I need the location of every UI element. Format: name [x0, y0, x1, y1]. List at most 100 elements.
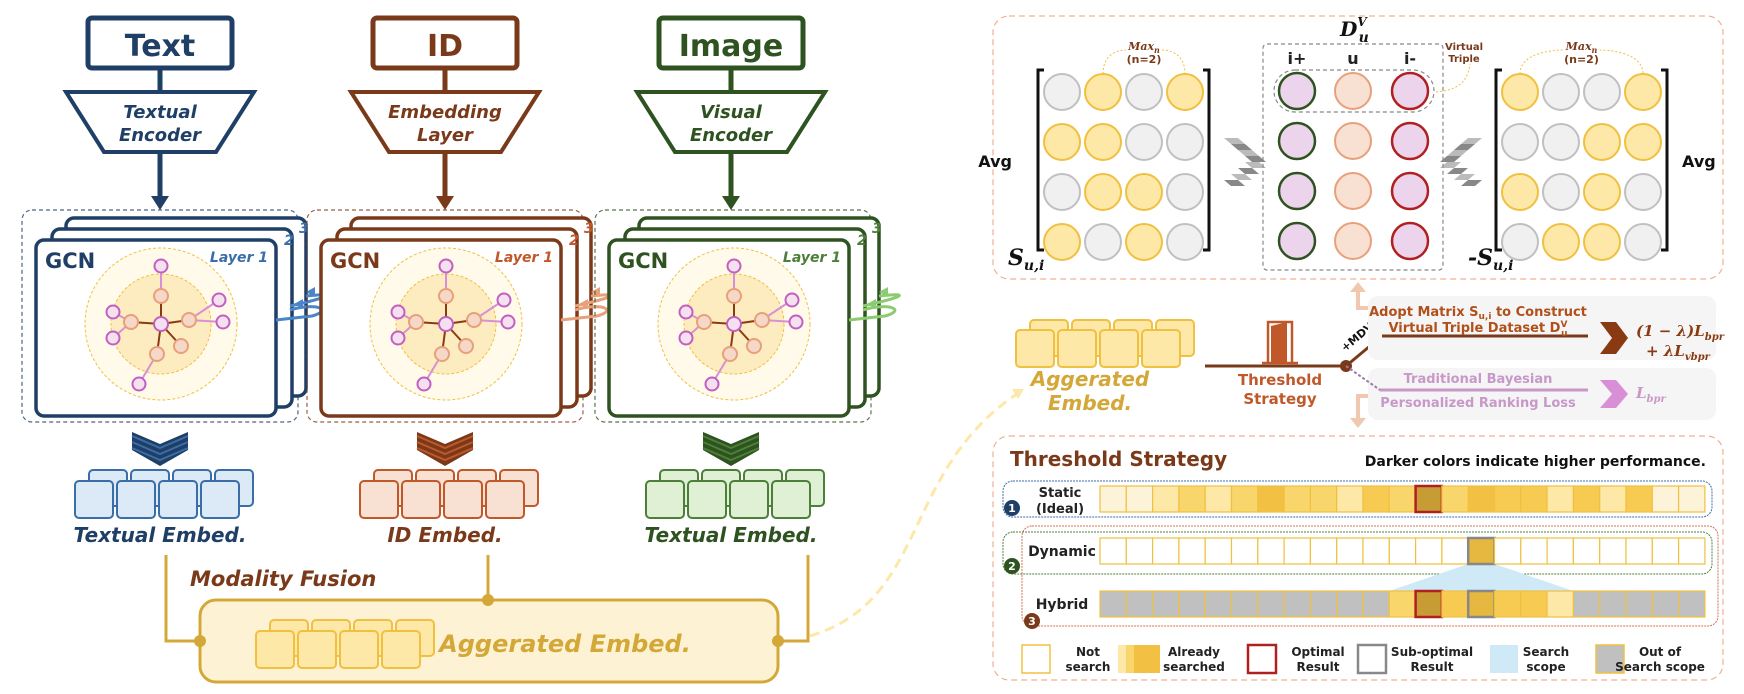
bpr-switch-dotted — [1345, 365, 1381, 391]
connector-dot — [772, 635, 784, 647]
n-label: (n=2) — [1564, 53, 1599, 66]
user-node — [1334, 72, 1372, 110]
graph-node-2hop — [704, 376, 720, 392]
graph-node-center — [153, 316, 169, 332]
graph-node-1hop — [466, 312, 482, 328]
dataset-column-header: i- — [1404, 49, 1416, 68]
cell-searched — [1546, 590, 1574, 618]
legend-swatch — [1134, 645, 1160, 673]
layer-3-label: 3 — [872, 221, 882, 237]
embed-label: Textual Embed. — [74, 523, 247, 547]
cell-out-of-scope — [1099, 590, 1127, 618]
cell-searched — [1520, 485, 1548, 513]
matrix-cell — [1542, 173, 1580, 211]
strategy-number: 3 — [1028, 615, 1036, 628]
virtual-triple-outline — [1273, 69, 1435, 113]
matrix-cell-selected — [1501, 73, 1539, 111]
arrow-head-icon — [151, 196, 169, 210]
layer-2-label: 2 — [284, 233, 294, 249]
cell-not-searched — [1625, 537, 1653, 565]
embedding-block-front — [116, 480, 156, 519]
cell-out-of-scope — [1283, 590, 1311, 618]
right-bracket — [1203, 68, 1211, 252]
aggregated-label-line1: Aggerated — [1029, 367, 1150, 391]
graph-node-2hop — [153, 258, 169, 274]
strategy-number: 2 — [1008, 560, 1016, 573]
legend-swatch — [1246, 643, 1278, 675]
matrix-cell-selected — [1624, 123, 1662, 161]
down-chevron-icon — [131, 432, 189, 466]
encoder-trapezoid — [347, 90, 543, 154]
matrix-label: -Su,i — [1468, 245, 1513, 274]
cell-out-of-scope — [1309, 590, 1338, 618]
legend-swatch — [1118, 645, 1126, 673]
negative-item-node — [1390, 171, 1430, 211]
matrix-cell-selected — [1084, 73, 1122, 111]
layer-3-label: 3 — [584, 221, 594, 237]
legend-label-line1: Out of — [1639, 645, 1682, 659]
text-part: + λL — [1646, 342, 1685, 360]
fusion-connector-text — [164, 555, 200, 643]
avg-label: Avg — [978, 152, 1012, 171]
mdvt-branch-box — [1368, 296, 1716, 360]
matrix-cell — [1501, 123, 1539, 161]
graph-node-1hop — [181, 312, 197, 328]
cell-searched — [1151, 485, 1180, 513]
cell-not-searched — [1572, 537, 1601, 565]
matrix-cell-selected — [1624, 73, 1662, 111]
graph-node-2hop — [678, 304, 694, 320]
dataset-sup: V — [1357, 15, 1368, 29]
cell-not-searched — [1257, 537, 1285, 565]
cell-searched — [1257, 485, 1285, 513]
matrix-cell-selected — [1084, 173, 1122, 211]
matrix-cell — [1583, 73, 1621, 111]
down-arrow-icon — [1350, 394, 1378, 428]
legend-swatch — [1356, 643, 1388, 675]
strategy-row-1: Static(Ideal)1 — [1004, 484, 1706, 517]
layer-2-label: 2 — [857, 233, 867, 249]
cell-searched — [1441, 485, 1469, 513]
cell-out-of-scope — [1677, 590, 1706, 618]
legend-label-line2: searched — [1163, 660, 1225, 674]
cell-suboptimal — [1466, 589, 1496, 619]
matrix-cell-selected — [1583, 123, 1621, 161]
strategy-number-badge — [1024, 613, 1040, 629]
bpr-branch-text-line1: Traditional Bayesian — [1404, 372, 1553, 387]
encoder-label-line2: Encoder — [690, 125, 773, 146]
legend-label-line1: Search — [1523, 645, 1569, 659]
graph-node-1hop — [722, 346, 738, 362]
cell-out-of-scope — [1125, 590, 1154, 618]
cell-searched — [1125, 485, 1154, 513]
max-symbol: Max — [1127, 40, 1154, 53]
search-scope-wedge — [1389, 564, 1574, 591]
graph-node-1hop — [746, 338, 762, 354]
cell-searched — [1493, 485, 1522, 513]
legend-label-line2: Search scope — [1615, 660, 1705, 674]
matrix-cell-selected — [1542, 223, 1580, 261]
embed-label: Textual Embed. — [645, 523, 818, 547]
layer-2-label: 2 — [569, 233, 579, 249]
matrix-cell — [1166, 173, 1204, 211]
cell-out-of-scope — [1625, 590, 1653, 618]
cell-searched — [1677, 485, 1706, 513]
max-arc — [1102, 49, 1186, 75]
text-part: to Construct — [1491, 305, 1586, 320]
cell-not-searched — [1520, 537, 1548, 565]
agg-block-front — [1015, 329, 1055, 368]
graph-node-2hop — [211, 292, 227, 308]
matrix-cell — [1501, 223, 1539, 261]
text-part: L — [1635, 384, 1647, 402]
chevron-stripe — [1238, 168, 1259, 174]
matrix-symbol: -S — [1468, 245, 1493, 271]
threshold-title: Threshold Strategy — [1010, 447, 1227, 471]
cell-not-searched — [1493, 537, 1522, 565]
embedding-block-front — [401, 480, 441, 519]
arrow-head-icon — [867, 299, 876, 309]
embedding-block-front — [771, 480, 811, 519]
cell-searched — [1572, 485, 1601, 513]
graph-node-2hop — [105, 330, 121, 346]
input-label: Text — [125, 29, 196, 64]
